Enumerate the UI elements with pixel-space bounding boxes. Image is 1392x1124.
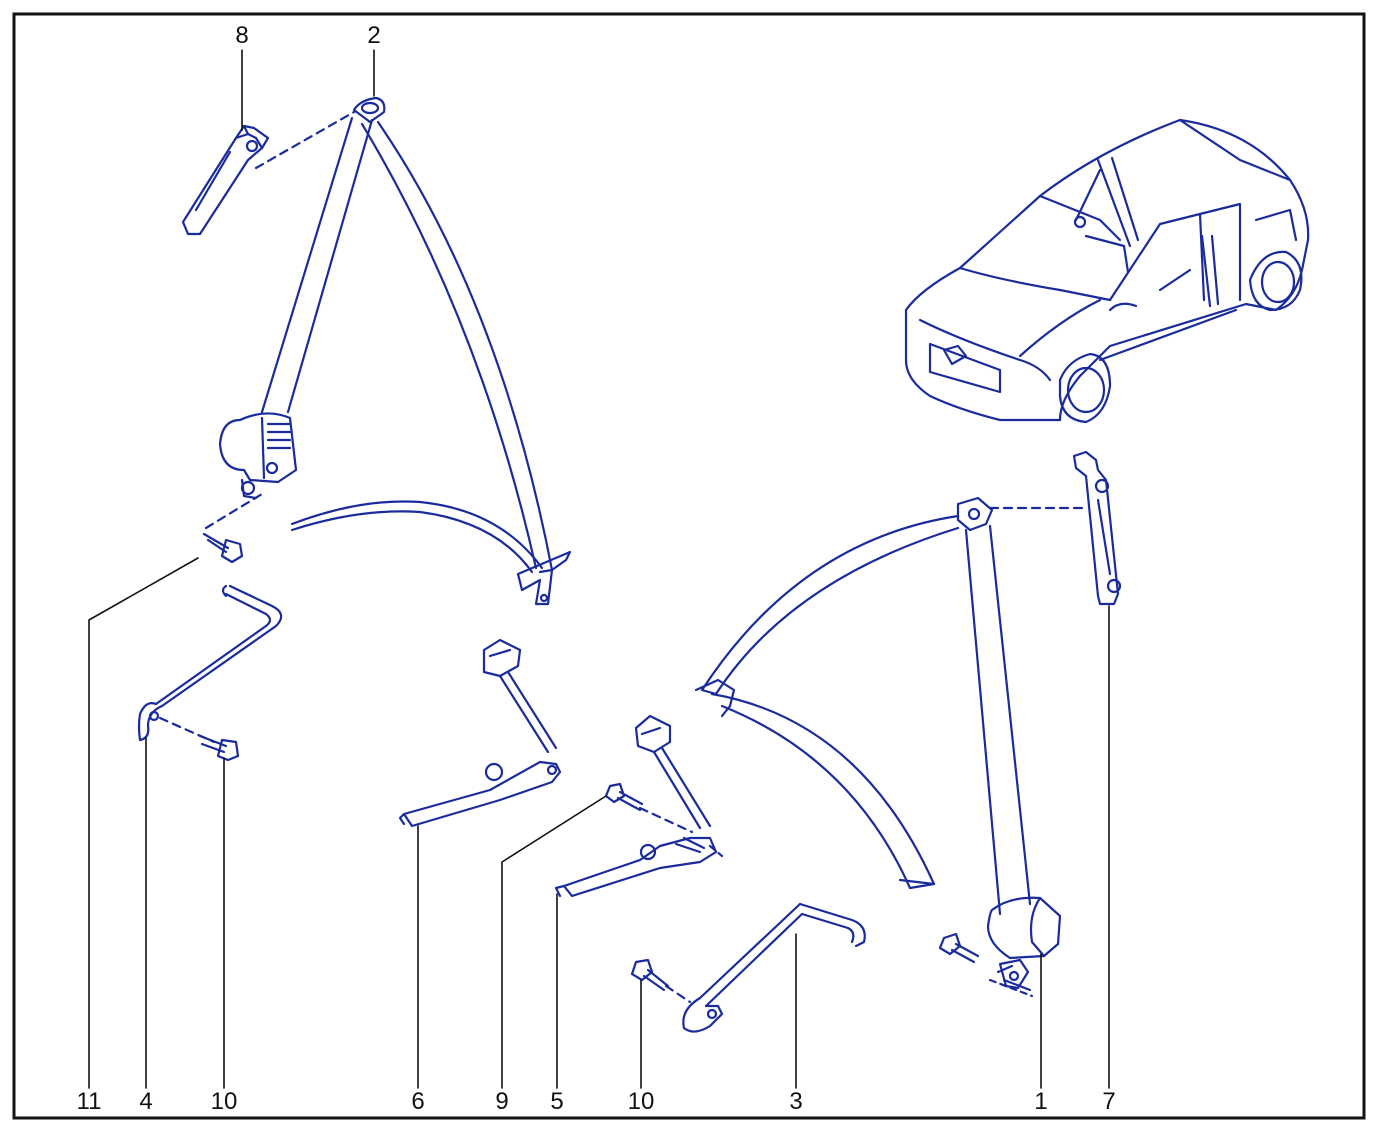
seat-belt-left bbox=[218, 96, 572, 606]
bolt-11 bbox=[202, 532, 244, 564]
rail-left bbox=[137, 584, 283, 742]
callout-10-left: 10 bbox=[210, 1088, 238, 1115]
dash-line-5 bbox=[708, 844, 724, 858]
bolt-10b bbox=[630, 958, 670, 992]
buckle-short bbox=[554, 714, 718, 898]
diagram-border bbox=[12, 12, 1366, 1120]
dash-line-1 bbox=[988, 978, 1034, 998]
callout-2: 2 bbox=[367, 22, 381, 49]
callout-3: 3 bbox=[789, 1088, 803, 1115]
dash-line-10b bbox=[664, 984, 692, 1004]
buckle-long bbox=[398, 638, 562, 828]
callout-7: 7 bbox=[1102, 1088, 1116, 1115]
rail-right bbox=[682, 902, 866, 1033]
bolt-9 bbox=[604, 782, 644, 812]
callout-9: 9 bbox=[495, 1088, 509, 1115]
callout-4: 4 bbox=[139, 1088, 153, 1115]
car-illustration bbox=[904, 118, 1310, 424]
bolt-1 bbox=[938, 932, 980, 964]
bolt-10a bbox=[198, 734, 240, 762]
dash-line-11 bbox=[204, 492, 264, 530]
seat-belt-right bbox=[694, 496, 1062, 992]
callout-1: 1 bbox=[1034, 1088, 1048, 1115]
callout-10-right: 10 bbox=[627, 1088, 655, 1115]
dash-line-9 bbox=[638, 806, 694, 834]
callout-11: 11 bbox=[76, 1088, 102, 1115]
dash-line-8 bbox=[254, 110, 356, 170]
callout-6: 6 bbox=[411, 1088, 425, 1115]
height-adjuster-right bbox=[1072, 450, 1122, 606]
callout-8: 8 bbox=[235, 22, 249, 49]
callout-5: 5 bbox=[550, 1088, 564, 1115]
leader-lines bbox=[88, 49, 1110, 1089]
height-adjuster-left bbox=[181, 124, 270, 236]
